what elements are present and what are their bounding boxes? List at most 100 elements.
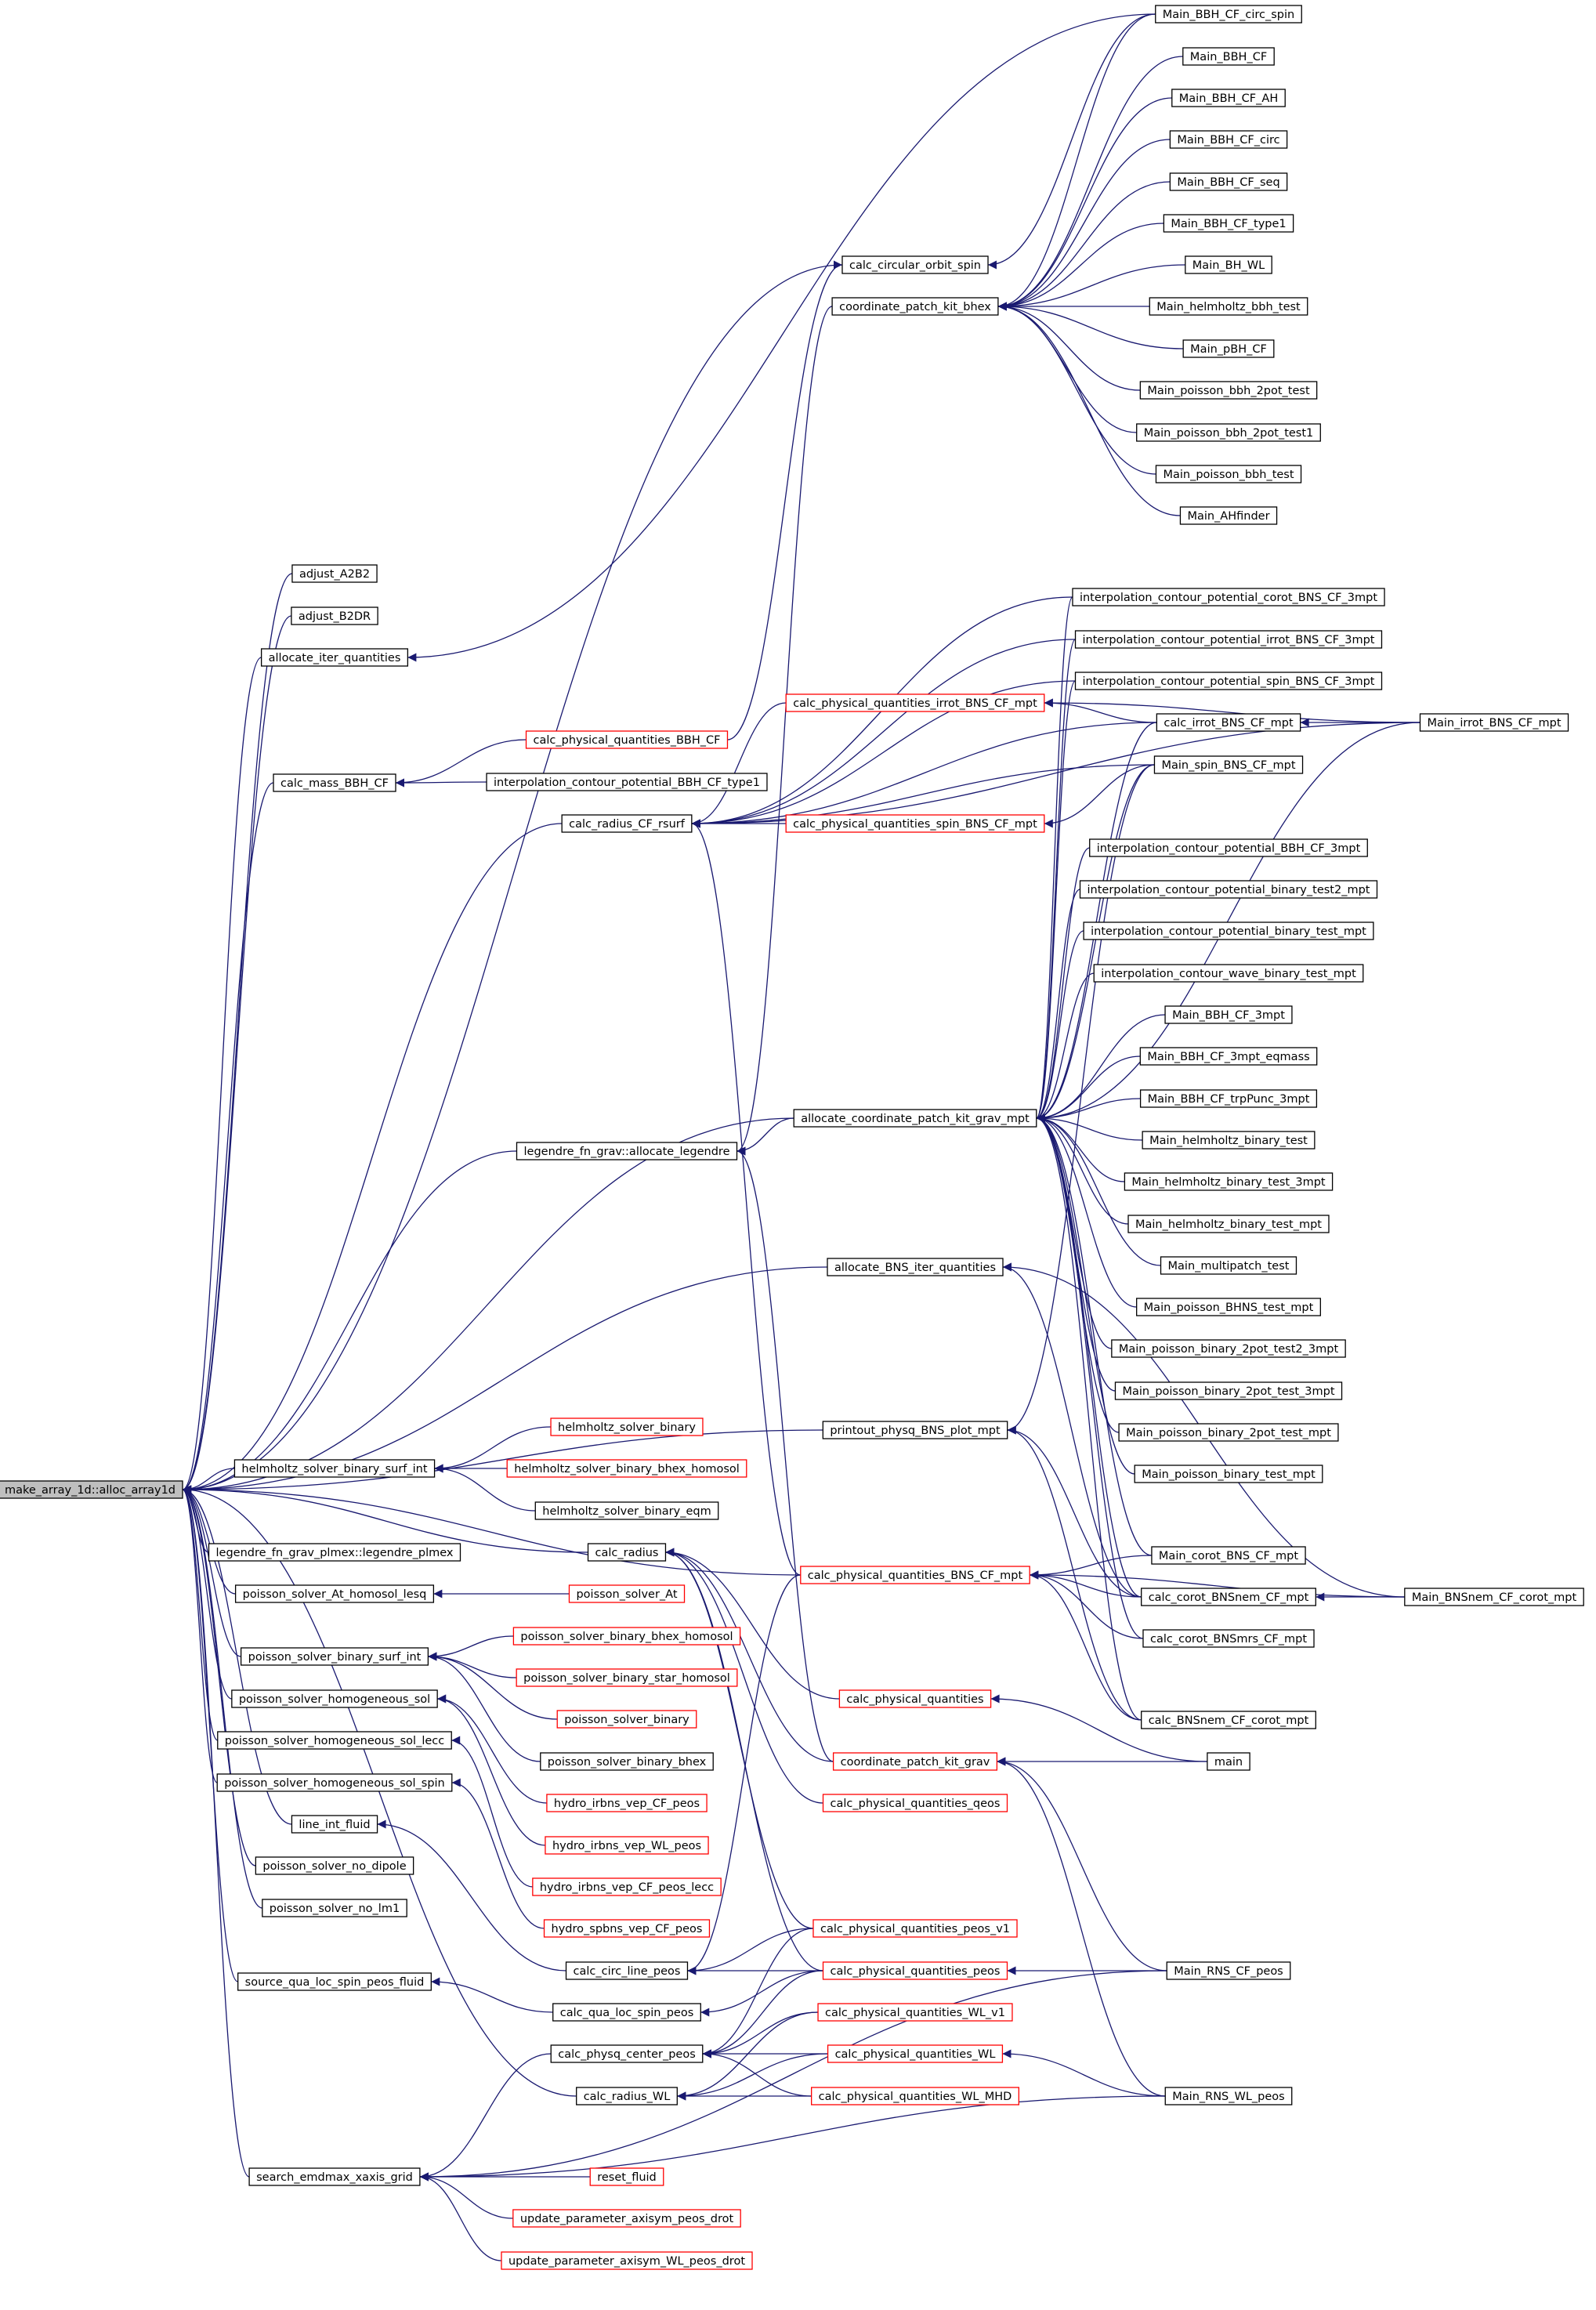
graph-node-helmholtz-solver-binary-bhex-homosol[interactable]: helmholtz_solver_binary_bhex_homosol bbox=[506, 1459, 747, 1478]
graph-node-main-bbh-cf[interactable]: Main_BBH_CF bbox=[1182, 47, 1275, 66]
graph-node-main-poisson-binary-2pot-test-3mpt[interactable]: Main_poisson_binary_2pot_test_3mpt bbox=[1114, 1381, 1343, 1400]
graph-node-calc-radius-cf-rsurf[interactable]: calc_radius_CF_rsurf bbox=[561, 814, 693, 833]
graph-node-hydro-irbns-vep-wl-peos[interactable]: hydro_irbns_vep_WL_peos bbox=[545, 1836, 709, 1855]
graph-node-main-bnsnem-cf-corot-mpt[interactable]: Main_BNSnem_CF_corot_mpt bbox=[1404, 1588, 1584, 1606]
graph-node-poisson-solver-binary-bhex-homosol[interactable]: poisson_solver_binary_bhex_homosol bbox=[512, 1627, 741, 1646]
graph-node-allocate-iter-quantities[interactable]: allocate_iter_quantities bbox=[260, 648, 409, 667]
graph-node-hydro-spbns-vep-cf-peos[interactable]: hydro_spbns_vep_CF_peos bbox=[543, 1919, 711, 1938]
graph-node-main-spin-bns-cf-mpt[interactable]: Main_spin_BNS_CF_mpt bbox=[1153, 755, 1304, 774]
graph-node-calc-physical-quantities-wl-v1[interactable]: calc_physical_quantities_WL_v1 bbox=[817, 2003, 1013, 2022]
graph-node-interp-wave-binary-test-mpt[interactable]: interpolation_contour_wave_binary_test_m… bbox=[1093, 964, 1364, 983]
graph-node-calc-corot-bnsmrs-cf-mpt[interactable]: calc_corot_BNSmrs_CF_mpt bbox=[1142, 1629, 1315, 1648]
graph-node-allocate-bns-iter-quantities[interactable]: allocate_BNS_iter_quantities bbox=[827, 1258, 1004, 1276]
graph-node-poisson-solver-binary-bhex[interactable]: poisson_solver_binary_bhex bbox=[540, 1752, 714, 1771]
graph-node-helmholtz-solver-binary-surf-int[interactable]: helmholtz_solver_binary_surf_int bbox=[233, 1459, 436, 1478]
graph-node-main-poisson-binary-test-mpt[interactable]: Main_poisson_binary_test_mpt bbox=[1134, 1465, 1323, 1483]
graph-node-main-pbh-cf[interactable]: Main_pBH_CF bbox=[1182, 339, 1275, 358]
graph-node-hydro-irbns-vep-cf-peos[interactable]: hydro_irbns_vep_CF_peos bbox=[546, 1794, 708, 1812]
graph-node-interp-binary-test2-mpt[interactable]: interpolation_contour_potential_binary_t… bbox=[1079, 880, 1378, 899]
graph-node-poisson-solver-at-homosol-lesq[interactable]: poisson_solver_At_homosol_lesq bbox=[234, 1584, 435, 1603]
graph-node-calc-radius[interactable]: calc_radius bbox=[587, 1543, 667, 1562]
graph-node-main-helmholtz-binary-test-3mpt[interactable]: Main_helmholtz_binary_test_3mpt bbox=[1124, 1172, 1334, 1191]
graph-node-main-poisson-bbh-2pot-test[interactable]: Main_poisson_bbh_2pot_test bbox=[1139, 381, 1318, 400]
graph-node-poisson-solver-binary-star-homosol[interactable]: poisson_solver_binary_star_homosol bbox=[516, 1668, 738, 1687]
graph-node-interp-corot-bns-cf-3mpt[interactable]: interpolation_contour_potential_corot_BN… bbox=[1072, 588, 1385, 606]
graph-node-main-poisson-bbh-2pot-test1[interactable]: Main_poisson_bbh_2pot_test1 bbox=[1136, 423, 1321, 442]
graph-node-legendre-fn-grav-allocate-legendre[interactable]: legendre_fn_grav::allocate_legendre bbox=[516, 1142, 738, 1160]
graph-node-main[interactable]: main bbox=[1207, 1752, 1250, 1771]
graph-node-main-bbh-cf-3mpt-eqmass[interactable]: Main_BBH_CF_3mpt_eqmass bbox=[1139, 1047, 1318, 1066]
graph-node-interp-bbh-cf-3mpt[interactable]: interpolation_contour_potential_BBH_CF_3… bbox=[1089, 838, 1368, 857]
graph-node-adjust-a2b2[interactable]: adjust_A2B2 bbox=[291, 564, 378, 583]
graph-node-poisson-solver-homogeneous-sol-lecc[interactable]: poisson_solver_homogeneous_sol_lecc bbox=[217, 1731, 452, 1750]
graph-node-interp-spin-bns-cf-3mpt[interactable]: interpolation_contour_potential_spin_BNS… bbox=[1074, 672, 1383, 690]
graph-node-main-helmholtz-binary-test-mpt[interactable]: Main_helmholtz_binary_test_mpt bbox=[1127, 1215, 1330, 1233]
graph-node-coordinate-patch-kit-grav[interactable]: coordinate_patch_kit_grav bbox=[832, 1752, 998, 1771]
graph-node-reset-fluid[interactable]: reset_fluid bbox=[589, 2167, 664, 2186]
graph-node-interpolation-contour-potential-bbh-cf-type1[interactable]: interpolation_contour_potential_BBH_CF_t… bbox=[486, 773, 768, 791]
graph-node-calc-physical-quantities-peos-v1[interactable]: calc_physical_quantities_peos_v1 bbox=[812, 1919, 1018, 1938]
graph-node-poisson-solver-binary-surf-int[interactable]: poisson_solver_binary_surf_int bbox=[240, 1647, 429, 1666]
graph-node-calc-physical-quantities-bbh-cf[interactable]: calc_physical_quantities_BBH_CF bbox=[525, 730, 729, 749]
graph-node-main-rns-wl-peos[interactable]: Main_RNS_WL_peos bbox=[1164, 2087, 1293, 2105]
graph-node-main-poisson-bhns-test-mpt[interactable]: Main_poisson_BHNS_test_mpt bbox=[1136, 1298, 1321, 1316]
graph-node-poisson-solver-no-lm1[interactable]: poisson_solver_no_lm1 bbox=[262, 1899, 407, 1917]
graph-node-helmholtz-solver-binary-eqm[interactable]: helmholtz_solver_binary_eqm bbox=[534, 1501, 719, 1520]
graph-node-interp-binary-test-mpt[interactable]: interpolation_contour_potential_binary_t… bbox=[1083, 921, 1374, 940]
graph-node-main-corot-bns-cf-mpt[interactable]: Main_corot_BNS_CF_mpt bbox=[1151, 1546, 1306, 1565]
graph-node-main-bbh-cf-3mpt[interactable]: Main_BBH_CF_3mpt bbox=[1164, 1005, 1293, 1024]
graph-node-calc-circ-line-peos[interactable]: calc_circ_line_peos bbox=[565, 1961, 689, 1980]
graph-node-main-helmholtz-binary-test[interactable]: Main_helmholtz_binary_test bbox=[1142, 1131, 1316, 1150]
graph-node-legendre-fn-grav-plmex[interactable]: legendre_fn_grav_plmex::legendre_plmex bbox=[208, 1543, 461, 1562]
graph-node-calc-bnsnem-cf-corot-mpt[interactable]: calc_BNSnem_CF_corot_mpt bbox=[1141, 1711, 1316, 1729]
graph-node-main-bbh-cf-type1[interactable]: Main_BBH_CF_type1 bbox=[1163, 214, 1294, 233]
graph-node-poisson-solver-homogeneous-sol[interactable]: poisson_solver_homogeneous_sol bbox=[231, 1689, 438, 1708]
graph-node-calc-qua-loc-spin-peos[interactable]: calc_qua_loc_spin_peos bbox=[552, 2003, 701, 2022]
graph-node-calc-physical-quantities-bns-cf-mpt[interactable]: calc_physical_quantities_BNS_CF_mpt bbox=[800, 1566, 1030, 1584]
graph-node-coordinate-patch-kit-bhex[interactable]: coordinate_patch_kit_bhex bbox=[831, 297, 999, 316]
graph-node-line-int-fluid[interactable]: line_int_fluid bbox=[291, 1815, 378, 1834]
graph-node-poisson-solver-no-dipole[interactable]: poisson_solver_no_dipole bbox=[255, 1856, 414, 1875]
graph-node-poisson-solver-homogeneous-sol-spin[interactable]: poisson_solver_homogeneous_sol_spin bbox=[216, 1773, 453, 1792]
graph-node-main-rns-cf-peos[interactable]: Main_RNS_CF_peos bbox=[1166, 1961, 1291, 1980]
graph-node-printout-physq-bns-plot-mpt[interactable]: printout_physq_BNS_plot_mpt bbox=[822, 1421, 1008, 1439]
graph-node-calc-corot-bnsnem-cf-mpt[interactable]: calc_corot_BNSnem_CF_mpt bbox=[1141, 1588, 1316, 1606]
graph-node-main-bbh-cf-circ-spin[interactable]: Main_BBH_CF_circ_spin bbox=[1155, 5, 1302, 24]
graph-node-calc-physical-quantities-irrot-bns-cf-mpt[interactable]: calc_physical_quantities_irrot_BNS_CF_mp… bbox=[785, 693, 1045, 712]
graph-node-calc-mass-bbh-cf[interactable]: calc_mass_BBH_CF bbox=[273, 773, 396, 792]
graph-node-main-poisson-bbh-test[interactable]: Main_poisson_bbh_test bbox=[1155, 465, 1302, 483]
graph-node-calc-physical-quantities-wl-mhd[interactable]: calc_physical_quantities_WL_MHD bbox=[811, 2087, 1019, 2105]
graph-node-calc-physical-quantities[interactable]: calc_physical_quantities bbox=[838, 1689, 992, 1708]
graph-node-root[interactable]: make_array_1d::alloc_array1d bbox=[0, 1480, 183, 1499]
graph-node-main-bbh-cf-seq[interactable]: Main_BBH_CF_seq bbox=[1169, 172, 1288, 191]
graph-node-calc-physical-quantities-wl[interactable]: calc_physical_quantities_WL bbox=[827, 2044, 1004, 2063]
graph-node-main-poisson-binary-2pot-test-mpt[interactable]: Main_poisson_binary_2pot_test_mpt bbox=[1118, 1423, 1339, 1442]
graph-node-poisson-solver-binary[interactable]: poisson_solver_binary bbox=[556, 1710, 697, 1729]
graph-node-calc-physq-center-peos[interactable]: calc_physq_center_peos bbox=[550, 2044, 704, 2063]
graph-node-helmholtz-solver-binary[interactable]: helmholtz_solver_binary bbox=[550, 1418, 704, 1436]
graph-node-hydro-irbns-vep-cf-peos-lecc[interactable]: hydro_irbns_vep_CF_peos_lecc bbox=[532, 1877, 722, 1896]
graph-node-main-bh-wl[interactable]: Main_BH_WL bbox=[1185, 255, 1272, 274]
graph-node-calc-irrot-bns-cf-mpt[interactable]: calc_irrot_BNS_CF_mpt bbox=[1156, 713, 1301, 732]
graph-node-main-ahfinder[interactable]: Main_AHfinder bbox=[1179, 506, 1278, 525]
graph-node-main-poisson-binary-2pot-test2-3mpt[interactable]: Main_poisson_binary_2pot_test2_3mpt bbox=[1111, 1339, 1346, 1358]
graph-node-main-bbh-cf-circ[interactable]: Main_BBH_CF_circ bbox=[1169, 130, 1288, 149]
graph-node-interp-irrot-bns-cf-3mpt[interactable]: interpolation_contour_potential_irrot_BN… bbox=[1074, 630, 1383, 649]
graph-node-calc-circular-orbit-spin[interactable]: calc_circular_orbit_spin bbox=[841, 255, 989, 274]
graph-node-main-irrot-bns-cf-mpt[interactable]: Main_irrot_BNS_CF_mpt bbox=[1419, 713, 1569, 732]
graph-node-update-parameter-axisym-peos-drot[interactable]: update_parameter_axisym_peos_drot bbox=[512, 2209, 741, 2228]
graph-node-adjust-b2dr[interactable]: adjust_B2DR bbox=[291, 606, 378, 625]
graph-node-main-bbh-cf-trppunc-3mpt[interactable]: Main_BBH_CF_trpPunc_3mpt bbox=[1139, 1089, 1318, 1108]
graph-node-calc-physical-quantities-spin-bns-cf-mpt[interactable]: calc_physical_quantities_spin_BNS_CF_mpt bbox=[785, 814, 1045, 833]
graph-node-update-parameter-axisym-wl-peos-drot[interactable]: update_parameter_axisym_WL_peos_drot bbox=[501, 2251, 753, 2270]
graph-node-calc-physical-quantities-qeos[interactable]: calc_physical_quantities_qeos bbox=[822, 1794, 1008, 1812]
graph-node-main-helmholtz-bbh-test[interactable]: Main_helmholtz_bbh_test bbox=[1149, 297, 1308, 316]
graph-node-allocate-coordinate-patch-kit-grav-mpt[interactable]: allocate_coordinate_patch_kit_grav_mpt bbox=[793, 1109, 1037, 1128]
graph-node-main-bbh-cf-ah[interactable]: Main_BBH_CF_AH bbox=[1171, 89, 1286, 107]
graph-node-main-multipatch-test[interactable]: Main_multipatch_test bbox=[1160, 1256, 1297, 1275]
graph-node-calc-radius-wl[interactable]: calc_radius_WL bbox=[576, 2087, 678, 2105]
graph-node-search-emdmax-xaxis-grid[interactable]: search_emdmax_xaxis_grid bbox=[248, 2167, 421, 2186]
graph-node-calc-physical-quantities-peos[interactable]: calc_physical_quantities_peos bbox=[822, 1961, 1008, 1980]
graph-node-source-qua-loc-spin-peos-fluid[interactable]: source_qua_loc_spin_peos_fluid bbox=[237, 1972, 432, 1991]
graph-node-poisson-solver-at[interactable]: poisson_solver_At bbox=[568, 1584, 686, 1603]
